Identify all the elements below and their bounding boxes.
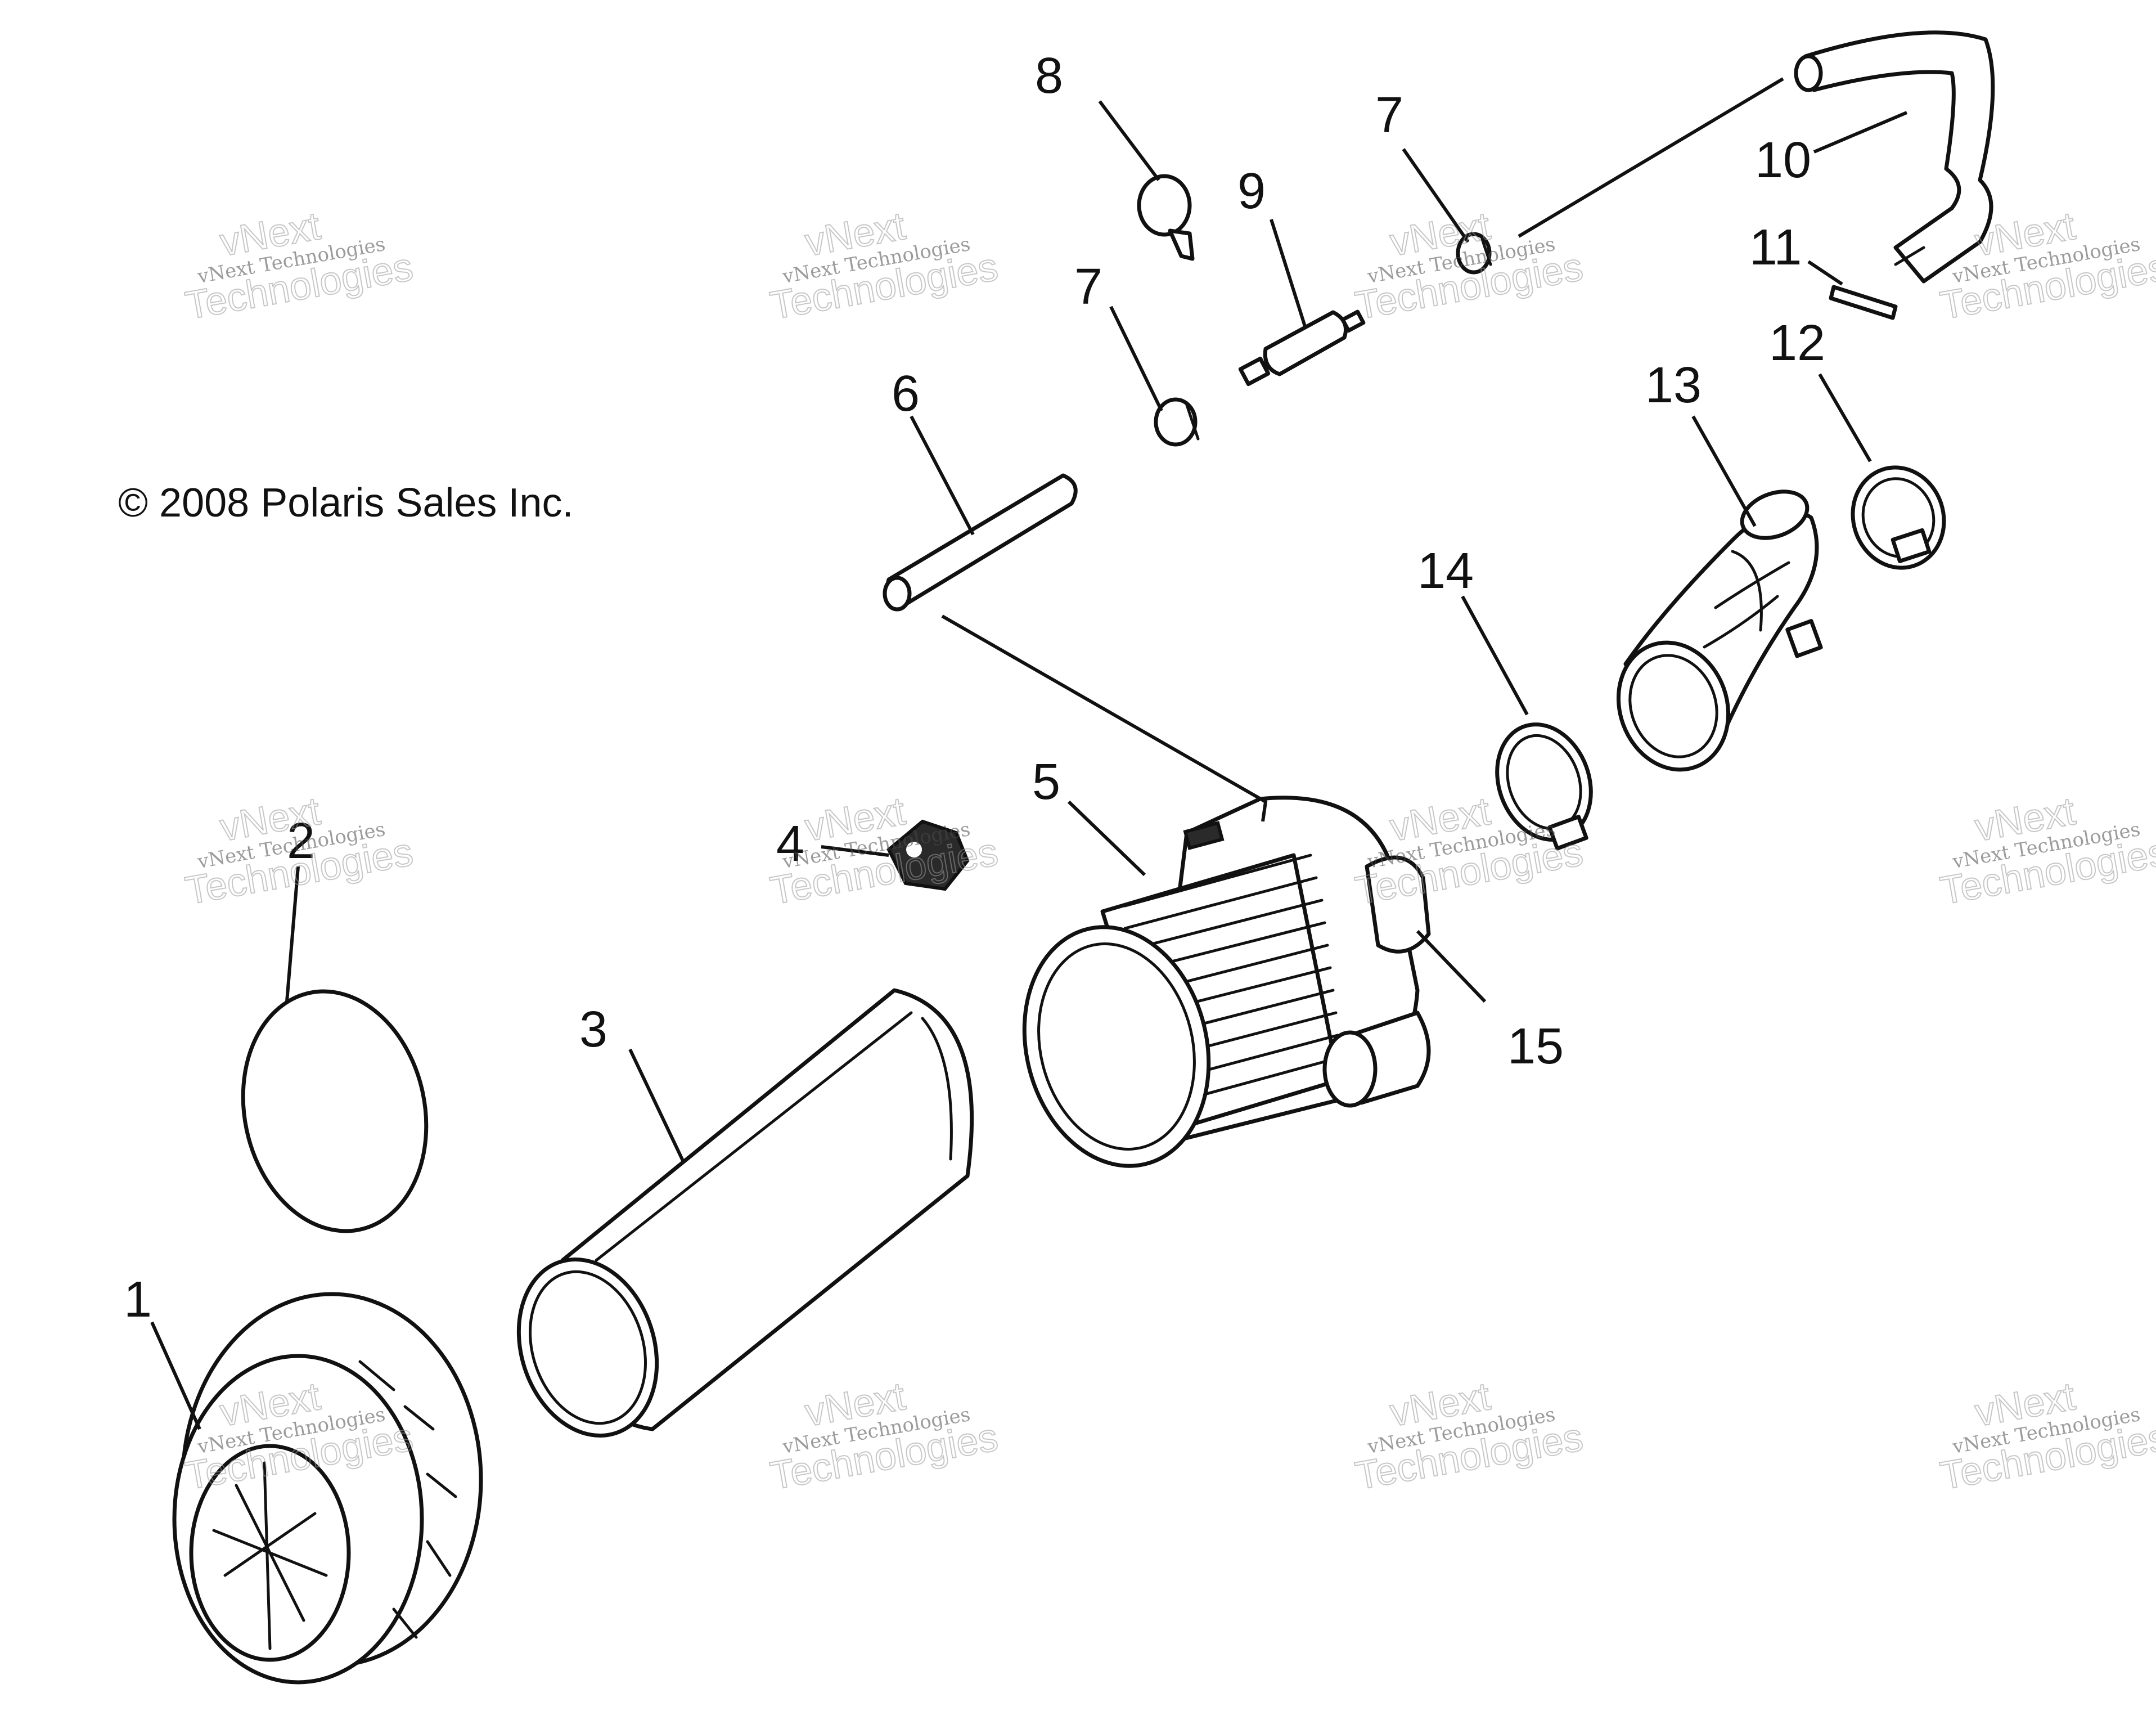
callout-4: 4 [776,816,804,872]
watermark-2: vNext vNext Technologies Technologies [767,203,1002,328]
watermarks: vNext vNext Technologies Technologies vN… [182,203,2156,1498]
watermark-11: vNext vNext Technologies Technologies [1352,1373,1587,1498]
callout-9: 9 [1237,163,1266,219]
callout-12: 12 [1769,315,1825,371]
callout-14: 14 [1417,543,1474,599]
watermark-3: vNext vNext Technologies Technologies [1352,203,1587,328]
leader-lines [150,77,1908,1430]
watermark-10: vNext vNext Technologies Technologies [767,1373,1002,1498]
part-7-clamp-upper [1456,232,1492,275]
part-14-hose-clamp [1495,722,1593,851]
callout-11: 11 [1749,219,1802,276]
callout-13: 13 [1645,357,1702,414]
callout-7-lower: 7 [1074,259,1102,315]
part-13-intake-boot [1616,489,1823,772]
callout-7-upper: 7 [1375,87,1403,143]
part-5-airbox-housing [1022,796,1431,1168]
part-4-sensor-clip [886,819,970,891]
callout-10: 10 [1755,132,1811,188]
callout-2: 2 [287,813,315,869]
callout-1: 1 [124,1272,152,1328]
copyright-text: © 2008 Polaris Sales Inc. [118,480,573,526]
part-2-gasket [241,989,429,1233]
callout-6: 6 [892,366,920,422]
watermark-1: vNext vNext Technologies Technologies [182,203,417,328]
part-8-p-clip [1137,174,1195,261]
part-7-clamp-lower [1154,397,1200,447]
part-12-hose-clamp [1851,465,1946,570]
callout-3: 3 [579,1002,607,1058]
part-11-pin [1829,285,1898,320]
callout-numbers: 1 2 3 4 5 6 7 7 8 9 10 11 12 13 14 15 [124,48,1825,1328]
part-10-bent-hose [1794,30,1995,284]
part-1-airbox-cover [172,1292,483,1685]
callout-15: 15 [1507,1018,1564,1075]
watermark-5: vNext vNext Technologies Technologies [182,788,417,913]
part-6-breather-hose [883,473,1078,612]
callout-8: 8 [1035,48,1063,104]
part-9-fitting [1238,309,1366,387]
callout-5: 5 [1032,754,1060,810]
watermark-12: vNext vNext Technologies Technologies [1937,1373,2156,1498]
watermark-8: vNext vNext Technologies Technologies [1937,788,2156,913]
part-3-filter-element [516,988,974,1438]
